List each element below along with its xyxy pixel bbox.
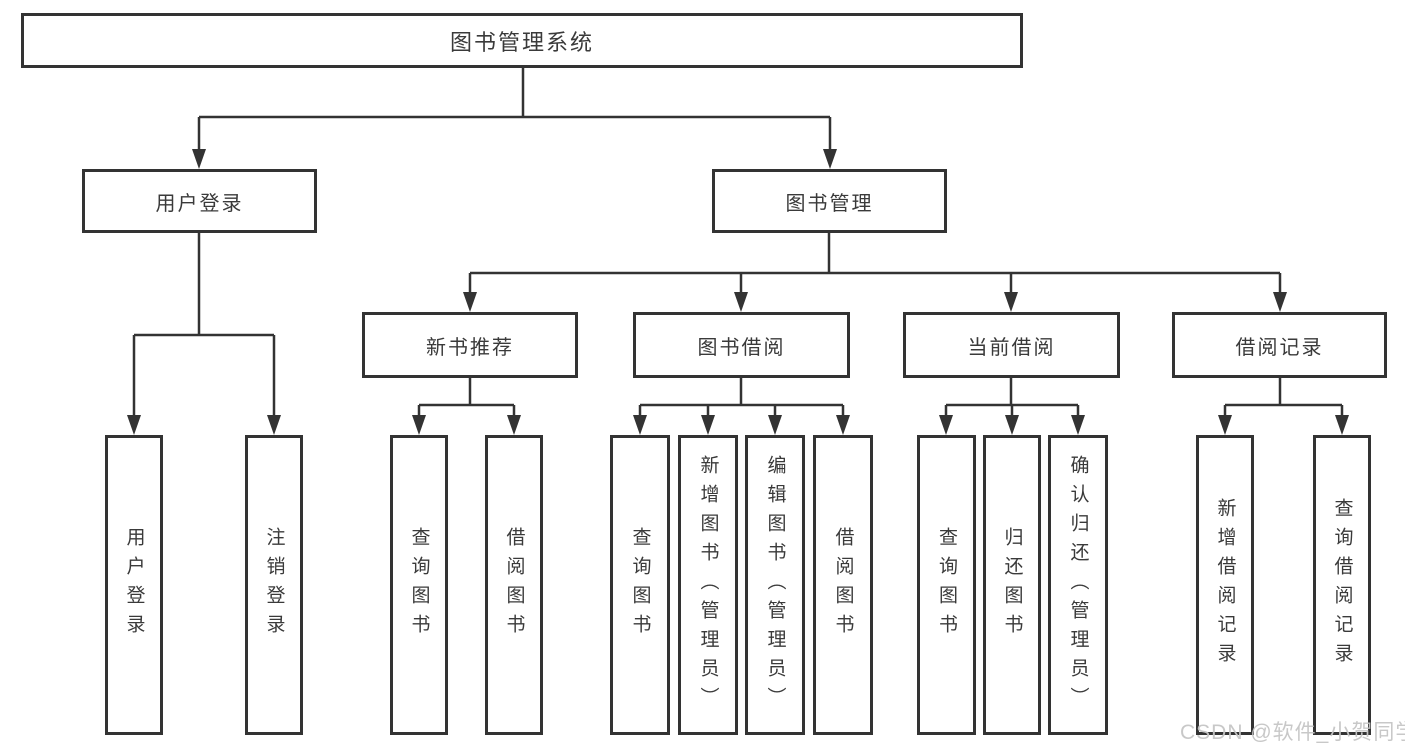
leaf-logout: 注销登录 — [245, 435, 303, 735]
node-new-book-recommend: 新书推荐 — [362, 312, 578, 378]
leaf-edit-book-admin: 编辑图书（管理员） — [745, 435, 805, 735]
csdn-watermark: CSDN @软件_小贺同学 — [1180, 721, 1405, 744]
node-current-borrowing: 当前借阅 — [903, 312, 1120, 378]
leaf-query-books-current: 查询图书 — [917, 435, 976, 735]
leaf-return-books: 归还图书 — [983, 435, 1041, 735]
leaf-add-book-admin: 新增图书（管理员） — [678, 435, 738, 735]
node-root-system: 图书管理系统 — [21, 13, 1023, 68]
leaf-confirm-return-admin: 确认归还（管理员） — [1048, 435, 1108, 735]
leaf-borrow-books-recommend: 借阅图书 — [485, 435, 543, 735]
leaf-query-books-borrowing: 查询图书 — [610, 435, 670, 735]
node-book-management: 图书管理 — [712, 169, 947, 233]
node-book-borrowing: 图书借阅 — [633, 312, 850, 378]
leaf-add-borrow-record: 新增借阅记录 — [1196, 435, 1254, 735]
leaf-borrow-books-borrowing: 借阅图书 — [813, 435, 873, 735]
leaf-query-books-recommend: 查询图书 — [390, 435, 448, 735]
node-borrowing-records: 借阅记录 — [1172, 312, 1387, 378]
leaf-user-login: 用户登录 — [105, 435, 163, 735]
leaf-query-borrow-record: 查询借阅记录 — [1313, 435, 1371, 735]
node-user-login: 用户登录 — [82, 169, 317, 233]
